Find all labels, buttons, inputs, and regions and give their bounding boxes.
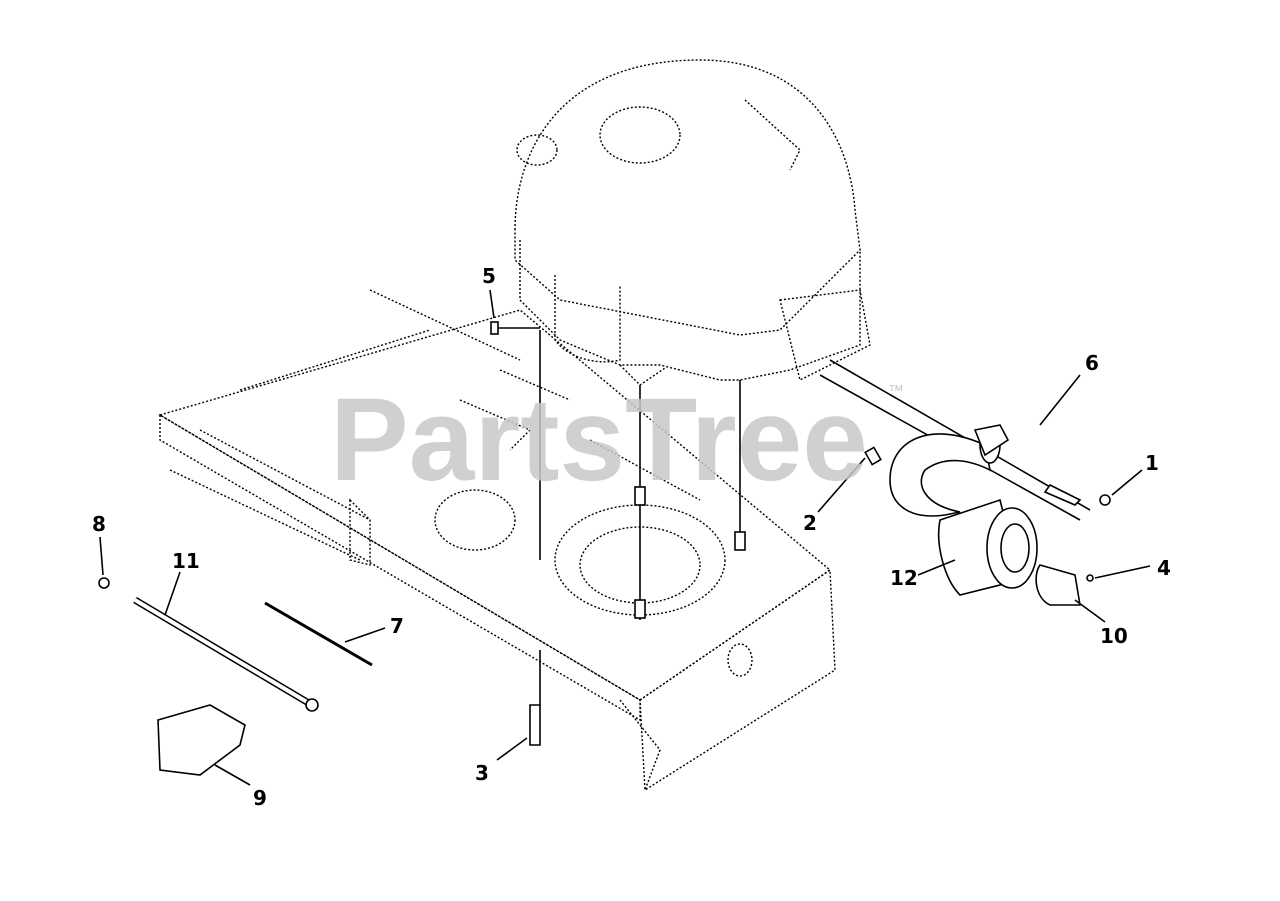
engine (514, 59, 871, 386)
callout-8: 8 (92, 512, 106, 536)
callout-2: 2 (803, 511, 817, 535)
leader-lines (99, 289, 1151, 786)
callout-9: 9 (253, 786, 267, 810)
callout-labels: 1 2 3 4 5 6 7 8 9 10 11 12 (92, 264, 1171, 810)
chassis-frame (158, 289, 836, 792)
callout-7: 7 (390, 614, 404, 638)
muffler-assembly (819, 359, 1091, 606)
callout-3: 3 (475, 761, 489, 785)
callout-5: 5 (482, 264, 496, 288)
partstree-watermark: PartsTree (330, 374, 868, 506)
callout-4: 4 (1157, 556, 1171, 580)
callout-1: 1 (1145, 451, 1159, 475)
callout-6: 6 (1085, 351, 1099, 375)
loose-parts (98, 321, 1111, 776)
callout-10: 10 (1100, 624, 1128, 648)
trademark-symbol: ™ (888, 383, 904, 400)
callout-11: 11 (172, 549, 200, 573)
callout-12: 12 (890, 566, 918, 590)
